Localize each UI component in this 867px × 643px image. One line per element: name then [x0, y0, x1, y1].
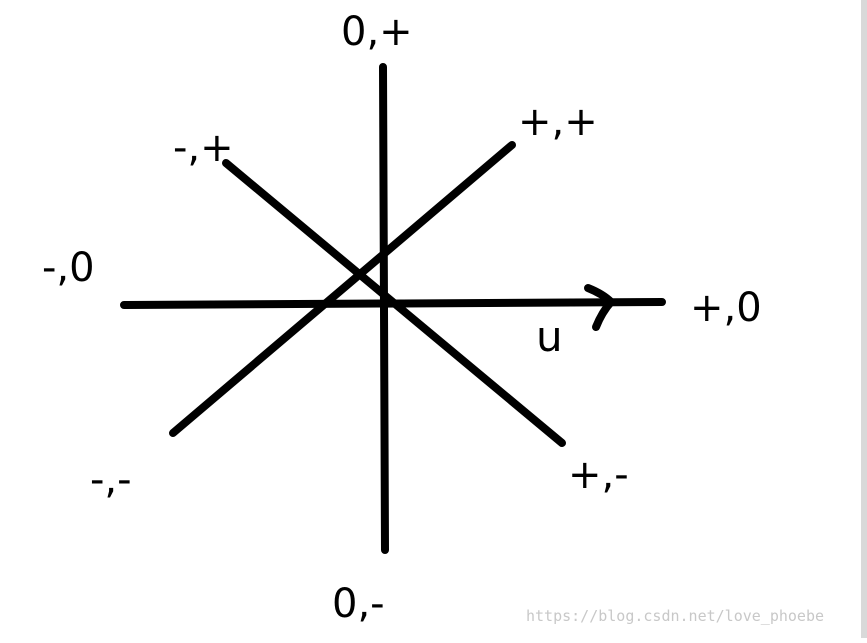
- diagonal-up-left-to-down-right: [222, 159, 566, 447]
- label-down-left: -,-: [90, 457, 132, 503]
- label-right: +,0: [690, 285, 762, 331]
- label-up-right: +,+: [518, 99, 598, 145]
- label-up-left: -,+: [173, 125, 234, 171]
- window-edge: [861, 0, 867, 638]
- watermark-text: https://blog.csdn.net/love_phoebe: [526, 607, 825, 625]
- arrow-head: [584, 284, 617, 331]
- diagonal-up-right-to-down-left: [169, 141, 516, 437]
- label-up: 0,+: [341, 9, 413, 55]
- label-left: -,0: [42, 245, 95, 291]
- vertical-axis: [379, 63, 389, 554]
- label-vector-u: u: [536, 312, 563, 361]
- label-down: 0,-: [332, 581, 385, 627]
- label-down-right: +,-: [568, 452, 629, 498]
